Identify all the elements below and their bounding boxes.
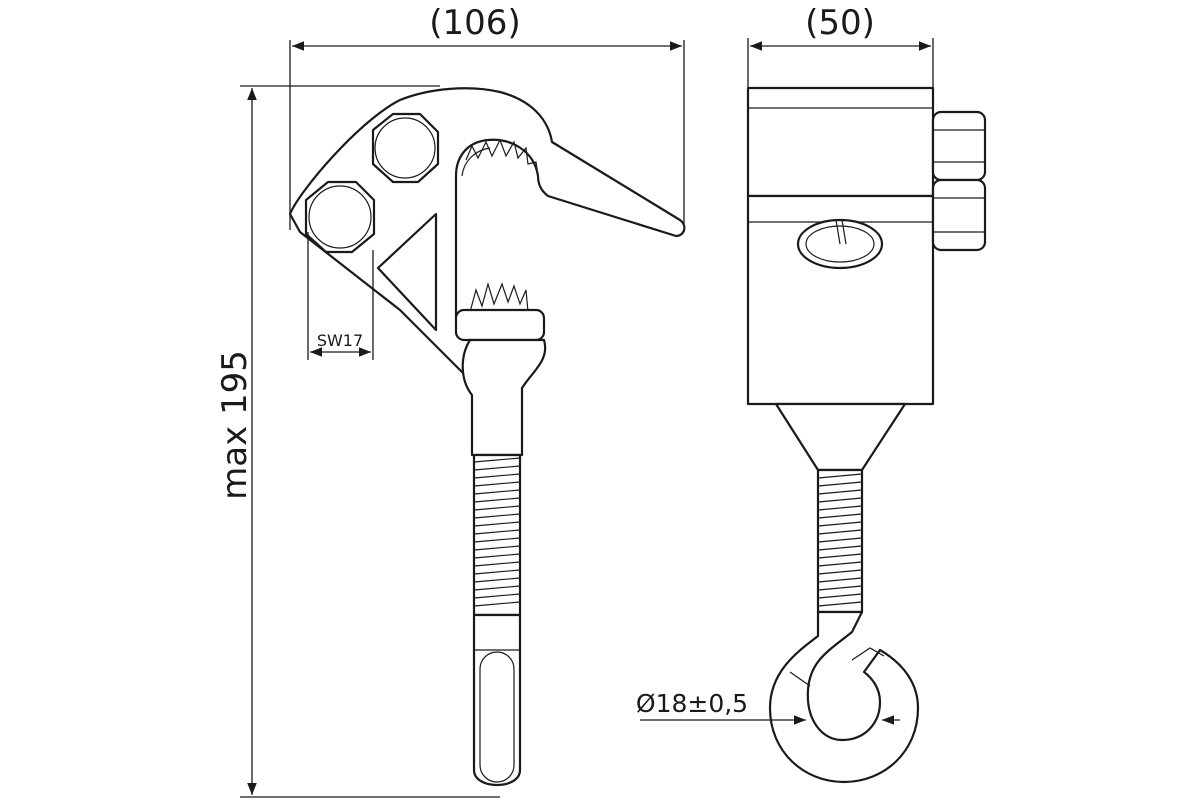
front-screw-thread (817, 473, 863, 607)
front-body-upper (746, 86, 935, 198)
hex-bolt-upper-icon (371, 112, 440, 184)
screw-housing (461, 338, 547, 457)
hook-diameter-dimension: Ø18±0,5 (636, 689, 900, 725)
width-dimension: (106) (289, 3, 685, 232)
front-taper (774, 402, 907, 472)
upper-jaw-teeth (465, 138, 539, 177)
wrench-size-label: SW17 (317, 331, 363, 350)
hex-bolt-lower-icon (304, 180, 376, 254)
wrench-size-dimension: SW17 (307, 232, 374, 360)
height-dimension: max 195 (215, 85, 500, 798)
depth-dimension: (50) (747, 3, 934, 88)
body-cutout (376, 212, 438, 332)
screw-thread (473, 457, 521, 607)
width-dimension-label: (106) (429, 3, 520, 43)
hook-icon (768, 610, 920, 784)
side-nut-upper-icon (931, 110, 987, 182)
clamp-handle (472, 613, 522, 787)
clamp-screw (472, 453, 522, 617)
clamp-front-view (746, 86, 987, 784)
depth-dimension-label: (50) (805, 3, 875, 43)
lower-jaw-pad (454, 308, 546, 342)
clamp-side-view (288, 87, 686, 787)
side-nut-lower-icon (931, 178, 987, 252)
hook-diameter-label: Ø18±0,5 (636, 689, 748, 718)
lower-jaw-teeth (469, 281, 529, 313)
height-dimension-label: max 195 (215, 350, 255, 500)
